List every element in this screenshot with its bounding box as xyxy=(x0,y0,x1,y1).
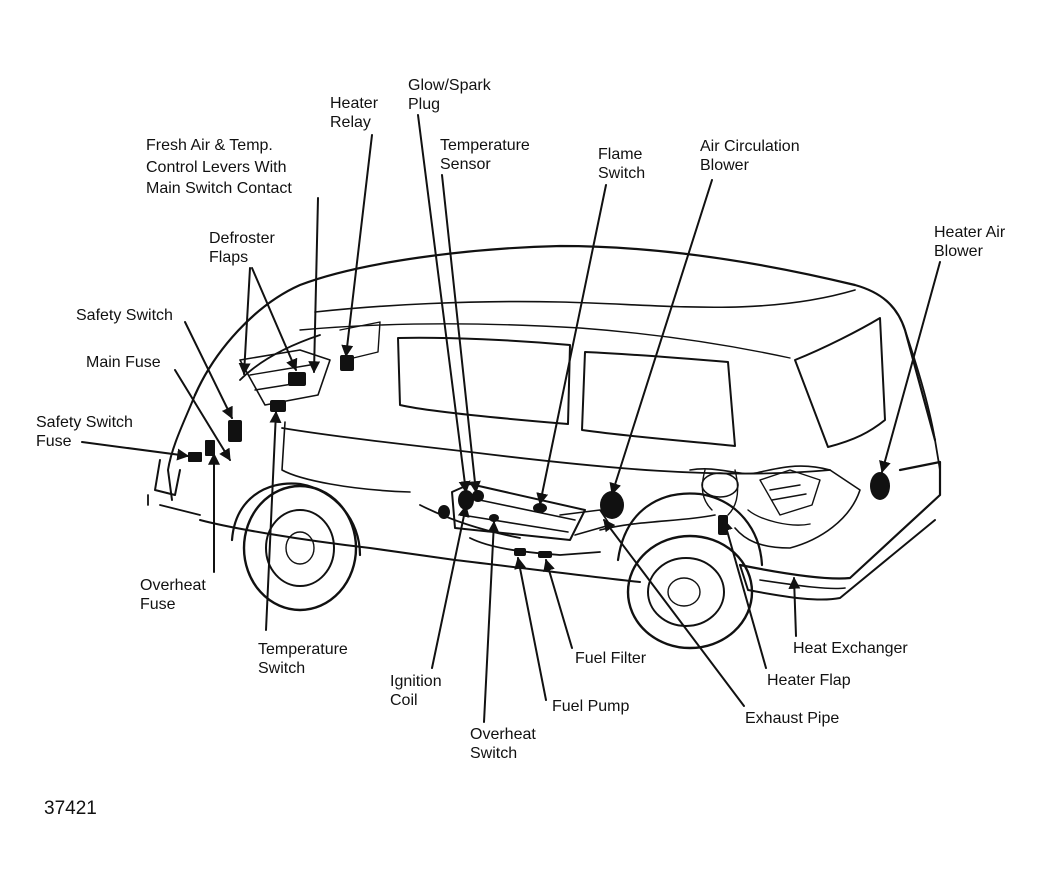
leader-heater-relay xyxy=(341,134,373,358)
fuel-pump-part xyxy=(514,548,526,556)
leader-temperature-sensor xyxy=(441,174,481,494)
leader-defroster-flaps-1 xyxy=(238,267,251,376)
heater-relay-part xyxy=(340,355,354,371)
leader-exhaust-pipe xyxy=(603,519,745,707)
label-heater-flap: Heater Flap xyxy=(767,672,851,689)
label-safety-switch: Safety Switch xyxy=(76,307,173,324)
defroster-part xyxy=(270,400,286,412)
leader-main-fuse xyxy=(174,369,231,462)
label-flame-switch: Flame Switch xyxy=(598,146,647,182)
leader-lines xyxy=(81,114,941,723)
label-heat-exchanger: Heat Exchanger xyxy=(793,640,908,657)
label-exhaust-pipe: Exhaust Pipe xyxy=(745,710,839,727)
leader-air-circulation-blower xyxy=(609,179,713,496)
label-fresh-air-levers: Fresh Air & Temp. Control Levers With Ma… xyxy=(146,137,292,197)
flame-switch-part xyxy=(533,503,547,513)
temperature-sensor-part xyxy=(472,490,484,502)
leader-ignition-coil xyxy=(431,504,470,669)
leader-temperature-switch xyxy=(265,410,282,631)
leader-defroster-flaps-2 xyxy=(251,267,298,372)
leader-heater-flap xyxy=(721,518,767,669)
label-fuel-filter: Fuel Filter xyxy=(575,650,647,667)
label-glow-spark-plug: Glow/Spark Plug xyxy=(408,77,495,113)
figure-number: 37421 xyxy=(44,798,97,819)
leader-glow-spark-plug xyxy=(417,114,471,494)
label-safety-switch-fuse: Safety Switch Fuse xyxy=(36,414,137,450)
fuel-filter-part xyxy=(538,551,552,558)
label-overheat-switch: Overheat Switch xyxy=(470,726,540,762)
ignition-coil-part xyxy=(438,505,450,519)
leader-safety-switch xyxy=(184,321,233,420)
label-main-fuse: Main Fuse xyxy=(86,354,161,371)
label-defroster-flaps: Defroster Flaps xyxy=(209,230,279,266)
overheat-fuse-part xyxy=(188,452,202,462)
leader-overheat-switch xyxy=(483,520,500,723)
labels: Glow/Spark Plug Heater Relay Temperature… xyxy=(36,77,1010,819)
leader-heater-air-blower xyxy=(879,261,941,474)
control-lever-part xyxy=(288,372,306,386)
safety-switch-part xyxy=(228,420,242,442)
air-circulation-blower-part xyxy=(600,491,624,519)
label-heater-relay: Heater Relay xyxy=(330,95,382,131)
leader-flame-switch xyxy=(536,184,607,506)
label-fuel-pump: Fuel Pump xyxy=(552,698,629,715)
label-temperature-switch: Temperature Switch xyxy=(258,641,352,677)
overheat-switch-part xyxy=(489,514,499,522)
van-illustration xyxy=(147,244,942,650)
label-overheat-fuse: Overheat Fuse xyxy=(140,577,210,613)
label-temperature-sensor: Temperature Sensor xyxy=(440,137,534,173)
leader-safety-switch-fuse xyxy=(81,441,190,461)
label-heater-air-blower: Heater Air Blower xyxy=(934,224,1010,260)
safety-switch-fuse-part xyxy=(205,440,215,456)
heater-air-blower-part xyxy=(870,472,890,500)
leader-fuel-filter xyxy=(543,558,573,649)
label-ignition-coil: Ignition Coil xyxy=(390,673,446,709)
leader-fuel-pump xyxy=(514,556,547,701)
label-air-circulation-blower: Air Circulation Blower xyxy=(700,138,804,174)
leader-fresh-air-levers xyxy=(308,197,321,374)
leader-heat-exchanger xyxy=(788,576,801,637)
